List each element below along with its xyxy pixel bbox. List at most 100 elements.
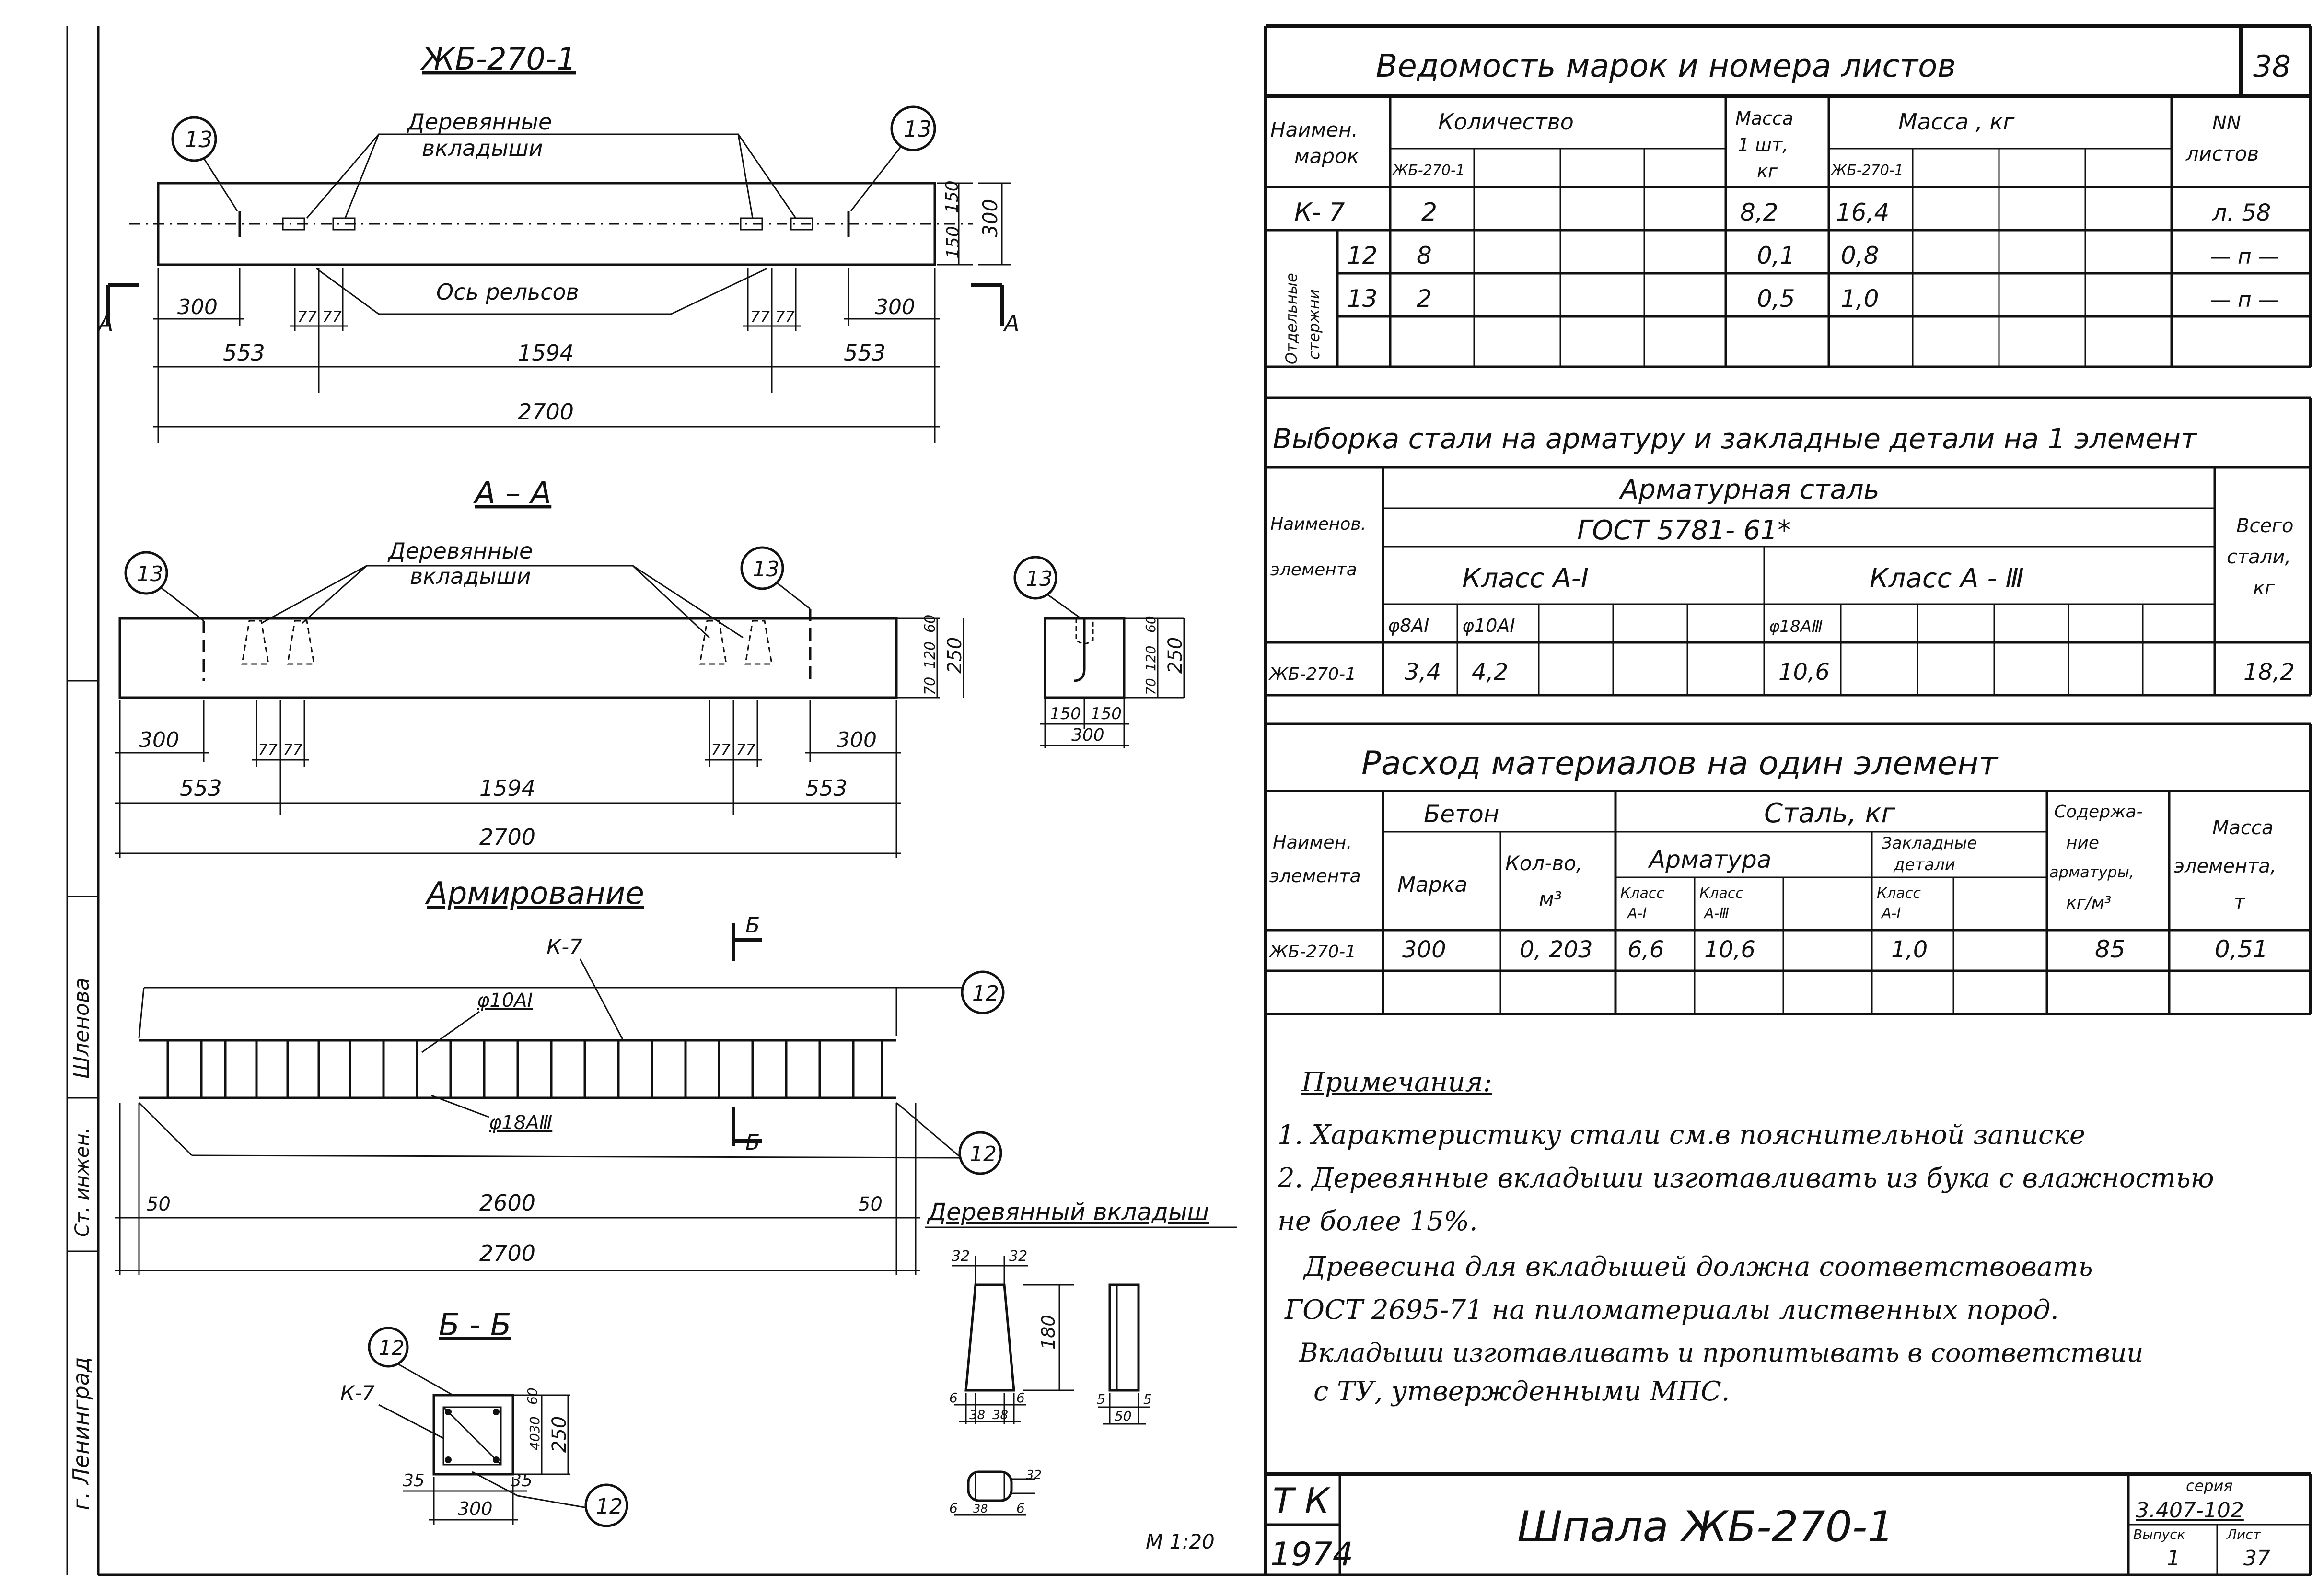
steel-h-total-3: кг — [2253, 577, 2275, 599]
note-line-1: 1. Характеристику стали см.в пояснительн… — [1278, 1119, 2085, 1151]
reinf-dim-50-left: 50 — [146, 1193, 171, 1215]
steel-h-gost: ГОСТ 5781- 61* — [1577, 515, 1791, 546]
cross-dim-150a: 150 — [1050, 704, 1081, 723]
reinf-dim-2700: 2700 — [479, 1240, 535, 1266]
aa-dim-77d: 77 — [736, 741, 755, 759]
table-materials: Расход материалов на один элемент Наимен… — [1266, 722, 2312, 1015]
marks-group-label-1: Отдельные — [1282, 273, 1301, 364]
plan-dim-1594: 1594 — [518, 340, 574, 366]
plan-dim-150a: 150 — [942, 180, 962, 213]
marks-row2-qty: 8 — [1417, 242, 1432, 269]
marks-h-mass1-2: 1 шт, — [1738, 134, 1788, 155]
materials-h-emb-cls-2: А-I — [1881, 905, 1901, 922]
reinf-dim-50-right: 50 — [858, 1193, 883, 1215]
stamp-series-label: серия — [2186, 1477, 2233, 1495]
scale-label: М 1:20 — [1146, 1530, 1215, 1553]
bb-callout-12-bottom: 12 — [596, 1494, 623, 1519]
aa-dim-553-right: 553 — [805, 775, 848, 801]
marks-row3-qty: 2 — [1417, 285, 1432, 313]
steel-h-total-2: стали, — [2227, 546, 2291, 568]
sheet-number: 38 — [2253, 49, 2291, 84]
marks-title: Ведомость марок и номера листов — [1376, 47, 1956, 84]
wood-dim-180: 180 — [1038, 1315, 1059, 1350]
note-line-5: ГОСТ 2695-71 на пиломатериалы лиственных… — [1285, 1294, 2059, 1326]
steel-row-name: ЖБ-270-1 — [1268, 664, 1356, 684]
cross-dim-250: 250 — [1164, 637, 1186, 674]
stamp-series: 3.407-102 — [2136, 1498, 2244, 1523]
marks-h-qty: Количество — [1438, 109, 1574, 135]
plan-insert-label-1: Деревянные — [407, 109, 552, 135]
materials-h-cls1-2: А-I — [1627, 905, 1647, 922]
bar-top-label: φ10АI — [477, 990, 533, 1012]
wood-insert-view: Деревянный вкладыш 32 32 180 6 6 38 38 5… — [925, 1198, 1237, 1516]
plan-title: ЖБ-270-1 — [420, 42, 576, 77]
plan-dim-150b: 150 — [943, 226, 963, 259]
marks-h-sheets-1: NN — [2212, 112, 2241, 134]
marks-h-mass1-3: кг — [1757, 161, 1778, 182]
wood-dim-6d: 6 — [1016, 1500, 1025, 1516]
bb-dim-300: 300 — [458, 1498, 493, 1519]
materials-row-a1: 6,6 — [1627, 936, 1664, 963]
marks-row1-qty: 2 — [1421, 198, 1437, 227]
aa-dim-77c: 77 — [711, 741, 731, 759]
marks-row2-sheet: — п — — [2210, 245, 2279, 269]
wood-dim-6a: 6 — [949, 1390, 958, 1406]
aa-insert-label-2: вкладыши — [410, 563, 531, 589]
aa-callout-13-right: 13 — [753, 557, 779, 582]
steel-sub-1: φ8АI — [1388, 615, 1429, 636]
marks-row1-mass: 16,4 — [1836, 198, 1889, 226]
wood-dim-32b: 32 — [1009, 1248, 1027, 1265]
stamp-sheet: 37 — [2243, 1546, 2270, 1571]
bb-dim-250: 250 — [548, 1416, 570, 1453]
bb-dim-60: 60 — [524, 1387, 540, 1405]
materials-row-emb: 1,0 — [1891, 936, 1928, 963]
frame-label-k7: К-7 — [546, 935, 582, 959]
steel-row-v1: 3,4 — [1405, 659, 1441, 686]
plan-dim-553-left: 553 — [223, 340, 265, 366]
steel-row-total: 18,2 — [2243, 659, 2295, 686]
note-line-3: не более 15%. — [1278, 1206, 1478, 1237]
materials-row-content: 85 — [2095, 935, 2126, 963]
section-mark-a-left: А — [97, 310, 113, 336]
wood-dim-38b: 38 — [992, 1408, 1008, 1422]
plan-dim-77c: 77 — [750, 308, 770, 326]
materials-h-emb-cls-1: Класс — [1877, 885, 1921, 902]
marks-h-mass1-1: Масса — [1735, 108, 1793, 129]
steel-row-v3: 10,6 — [1778, 659, 1830, 686]
wood-dim-32a: 32 — [952, 1248, 970, 1265]
materials-row-grade: 300 — [1402, 936, 1446, 963]
materials-h-content-2: ние — [2066, 833, 2099, 853]
cross-dim-120: 120 — [1143, 646, 1159, 671]
cross-dim-70: 70 — [1143, 678, 1159, 695]
marks-row3-sheet: — п — — [2210, 288, 2279, 312]
plan-dim-77d: 77 — [775, 308, 795, 326]
section-mark-b-top: Б — [745, 913, 760, 938]
side-stamp-city: г. Ленинград — [68, 1357, 94, 1510]
materials-h-name-2: элемента — [1269, 865, 1361, 886]
plan-dim-300-left: 300 — [177, 295, 218, 319]
steel-title: Выборка стали на арматуру и закладные де… — [1273, 422, 2198, 455]
marks-row3-mark: 13 — [1347, 285, 1378, 313]
bb-dim-35-left: 35 — [403, 1471, 425, 1491]
steel-sub-3: φ18АⅢ — [1769, 617, 1823, 636]
side-stamp-role: Ст. инжен. — [71, 1128, 93, 1237]
plan-callout-13-right: 13 — [904, 116, 932, 142]
marks-h-sheets-2: листов — [2185, 142, 2259, 165]
section-aa-title: А – А — [473, 476, 551, 511]
section-bb-title: Б - Б — [439, 1307, 511, 1343]
materials-row-mass: 0,51 — [2215, 935, 2268, 963]
aa-insert-label-1: Деревянные — [387, 538, 533, 564]
materials-h-concrete: Бетон — [1424, 800, 1499, 828]
aa-callout-13-left: 13 — [137, 562, 163, 586]
reinf-callout-12-bottom: 12 — [970, 1142, 997, 1166]
side-stamp: г. Ленинград Ст. инжен. Шленова — [68, 978, 94, 1510]
marks-row2-mark: 12 — [1347, 242, 1378, 269]
materials-h-mass-3: т — [2234, 891, 2246, 913]
stamp-year: 1974 — [1270, 1536, 1353, 1573]
cross-dim-60: 60 — [1143, 616, 1159, 633]
stamp-issue: 1 — [2167, 1546, 2180, 1571]
reinf-dim-2600: 2600 — [479, 1190, 535, 1216]
plan-dim-77a: 77 — [297, 308, 317, 326]
aa-dim-77b: 77 — [283, 741, 302, 759]
